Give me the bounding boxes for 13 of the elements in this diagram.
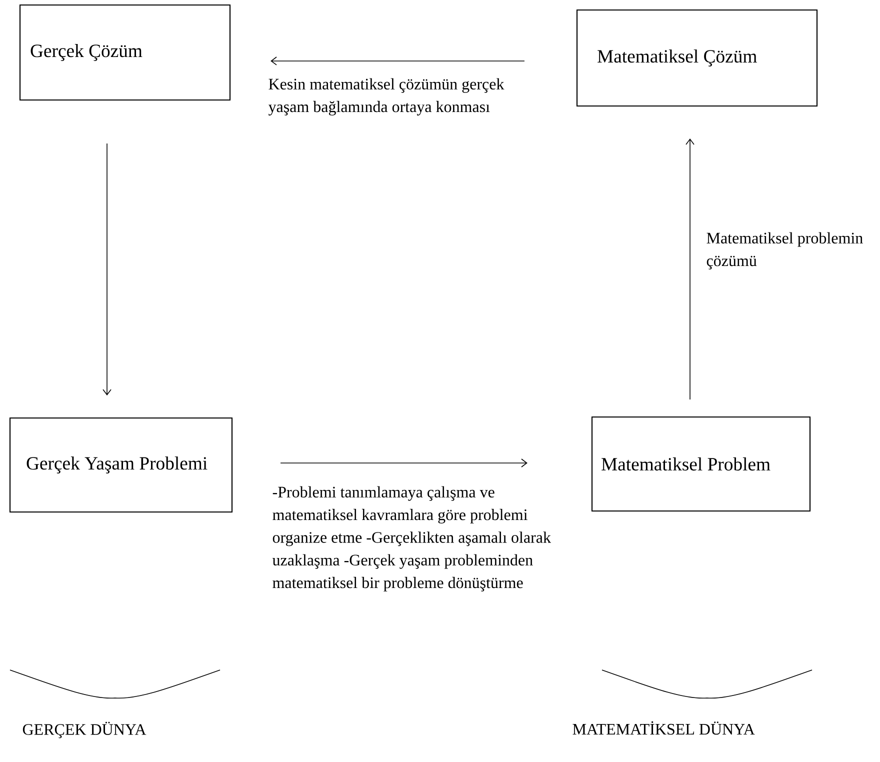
- region-label: MATEMATİKSEL DÜNYA: [572, 721, 755, 735]
- process-box: Matematiksel Problem: [591, 416, 811, 512]
- process-box: Gerçek Yaşam Problemi: [9, 417, 233, 513]
- process-box: Gerçek Çözüm: [19, 4, 231, 101]
- region-label: GERÇEK DÜNYA: [22, 722, 146, 738]
- edge-label: Matematiksel problemin çözümü: [706, 232, 863, 270]
- edge-label: -Problemi tanımlamaya çalışma ve matematiksel kavramlara göre problemi organize etme -Gerçeklikten aşamalı olarak uzaklaşma -Gerçek yaşam probleminden matematiksel bir probleme dönüştürme: [272, 486, 551, 592]
- process-box: Matematiksel Çözüm: [576, 9, 818, 107]
- edge-label: Kesin matematiksel çözümün gerçek yaşam bağlamında ortaya konması: [268, 78, 504, 116]
- arrow: [686, 138, 694, 400]
- arrow: [270, 56, 525, 66]
- arrow: [280, 458, 528, 468]
- arrow: [102, 143, 112, 396]
